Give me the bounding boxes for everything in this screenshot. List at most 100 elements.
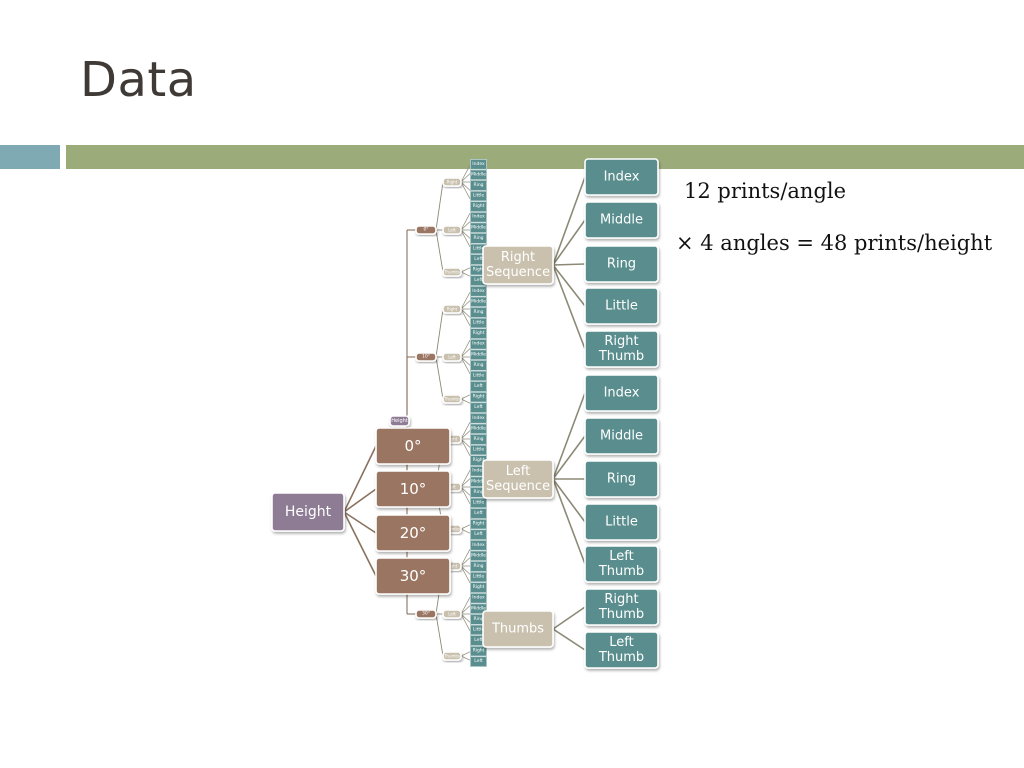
mini-finger-node-index: Index [470, 159, 487, 170]
mini-finger-label: Little [473, 372, 485, 378]
connector-root-angle-1 [343, 445, 377, 513]
mini-finger-box [470, 339, 487, 350]
mini-finger-label: Ring [473, 362, 483, 368]
mini-connector-finger-1-1-5 [460, 181, 471, 199]
leaf-node-left-little: Little [584, 503, 659, 541]
mini-connector-finger-1-2-2 [460, 221, 471, 231]
leaf-node-left-index: Index [584, 374, 659, 412]
mini-connector-finger-2-1-2 [460, 300, 471, 310]
mini-angle-node-30-deg: 30° [415, 609, 437, 619]
leaf-node-left-little-label: Little [605, 515, 638, 530]
mini-finger-node-right-thumb: Right [470, 391, 487, 403]
mini-finger-label: Middle [471, 224, 486, 230]
leaf-node-left-middle-box [584, 417, 659, 455]
mini-group-node-thumbs-label: Thumbs [443, 270, 460, 275]
mini-finger-box [470, 529, 487, 540]
leaf-node-left-little-box [584, 503, 659, 541]
mini-finger-node-left-thumb: Left [470, 508, 487, 519]
prints-per-height-note: × 4 angles = 48 prints/height [676, 231, 993, 255]
mini-finger-box [470, 307, 487, 318]
mini-finger-node-index: Index [470, 286, 487, 297]
mini-finger-label: Ring [473, 436, 483, 442]
mini-finger-label: Little [473, 245, 485, 251]
mini-finger-label: Middle [471, 552, 486, 558]
mini-connector-finger-4-1-4 [460, 565, 471, 575]
mini-group-node-thumbs-box [442, 267, 462, 277]
mini-group-node-left: Left [442, 225, 462, 235]
prints-per-angle-note: 12 prints/angle [684, 179, 847, 203]
mini-finger-box [470, 402, 487, 413]
mini-finger-node-right-thumb: Right [470, 328, 487, 339]
mini-finger-node-left-thumb: Left [470, 381, 487, 392]
leaf-node-right-little: Little [584, 287, 659, 325]
mini-finger-label: Little [473, 193, 485, 199]
leaf-node-right-index: Index [584, 158, 659, 196]
mini-connector-finger-3-1-4 [460, 438, 471, 448]
angle-node-30-deg-box [375, 557, 451, 595]
angle-node-20-deg-label: 20° [400, 524, 427, 542]
mini-finger-label: Left [474, 383, 483, 389]
mini-connector-finger-1-1-1 [460, 165, 471, 183]
leaf-node-left-left-thumb-label: Thumb [598, 564, 644, 579]
group-node-right-sequence-label: Sequence [486, 265, 550, 280]
mini-finger-label: Ring [473, 616, 483, 622]
mini-finger-label: Little [473, 499, 485, 505]
mini-finger-box [470, 201, 487, 212]
mini-connector-finger-2-2-1 [460, 340, 471, 358]
leaf-node-right-right-thumb-box [584, 330, 659, 368]
leaf-node-right-index-label: Index [604, 170, 640, 185]
mini-finger-label: Right [473, 584, 485, 590]
mini-finger-box [470, 212, 487, 223]
mini-connector-finger-4-3-2 [460, 655, 471, 661]
leaf-node-thumbs-left-thumb-box [584, 631, 659, 669]
leaf-node-right-little-box [584, 287, 659, 325]
mini-connector-finger-4-2-4 [460, 613, 471, 623]
leaf-node-right-index-box [584, 158, 659, 196]
mini-finger-node-left-thumb: Left [470, 529, 487, 540]
mini-connector-finger-1-2-5 [460, 229, 471, 247]
mini-finger-box [470, 180, 487, 191]
mini-connector-finger-2-3-2 [460, 398, 471, 404]
mini-finger-box [470, 645, 487, 657]
mini-finger-box [470, 508, 487, 519]
mini-angle-node-10-deg-box [415, 352, 437, 362]
mini-connector-finger-3-1-1 [460, 422, 471, 440]
leaf-node-right-right-thumb-label: Thumb [598, 349, 644, 364]
mini-finger-box [470, 561, 487, 572]
mini-finger-label: Little [473, 447, 485, 453]
leaf-node-right-ring: Ring [584, 245, 659, 283]
mini-finger-box [470, 423, 487, 435]
mini-connector-finger-1-2-1 [460, 213, 471, 231]
leaf-node-left-ring: Ring [584, 460, 659, 498]
mini-finger-node-little: Little [470, 370, 487, 382]
group-node-thumbs-box [482, 610, 554, 648]
mini-finger-label: Little [473, 626, 485, 632]
mini-finger-node-little: Little [470, 190, 487, 202]
slide-title: Data [80, 52, 197, 108]
leaf-node-right-right-thumb-label: Right [604, 334, 638, 349]
angle-node-10-deg-label: 10° [400, 480, 427, 498]
mini-connector-angle1-group-3 [435, 229, 444, 273]
mini-connector-finger-2-2-4 [460, 356, 471, 366]
mini-finger-label: Middle [471, 425, 486, 431]
leaf-node-left-ring-label: Ring [607, 472, 636, 487]
mini-connector-finger-2-2-2 [460, 348, 471, 358]
mini-finger-box [470, 296, 487, 308]
mini-angle-node-10-deg: 10° [415, 352, 437, 362]
mini-finger-label: Middle [471, 478, 486, 484]
mini-finger-box [470, 286, 487, 297]
leaf-node-left-middle-label: Middle [600, 429, 643, 444]
mini-group-node-thumbs-label: Thumbs [443, 527, 460, 532]
connector-group3-leaf-1 [552, 606, 586, 630]
mini-height-node: Height [389, 415, 410, 427]
mini-group-node-left-label: Left [448, 355, 456, 360]
mini-connector-finger-3-1-2 [460, 430, 471, 440]
mini-finger-label: Middle [471, 351, 486, 357]
mini-connector-finger-4-2-2 [460, 605, 471, 615]
mini-finger-box [470, 540, 487, 551]
mini-finger-box [470, 349, 487, 360]
mini-finger-node-ring: Ring [470, 561, 487, 572]
mini-finger-node-middle: Middle [470, 550, 487, 562]
group-node-thumbs-label: Thumbs [491, 622, 544, 637]
mini-finger-label: Middle [471, 298, 486, 304]
